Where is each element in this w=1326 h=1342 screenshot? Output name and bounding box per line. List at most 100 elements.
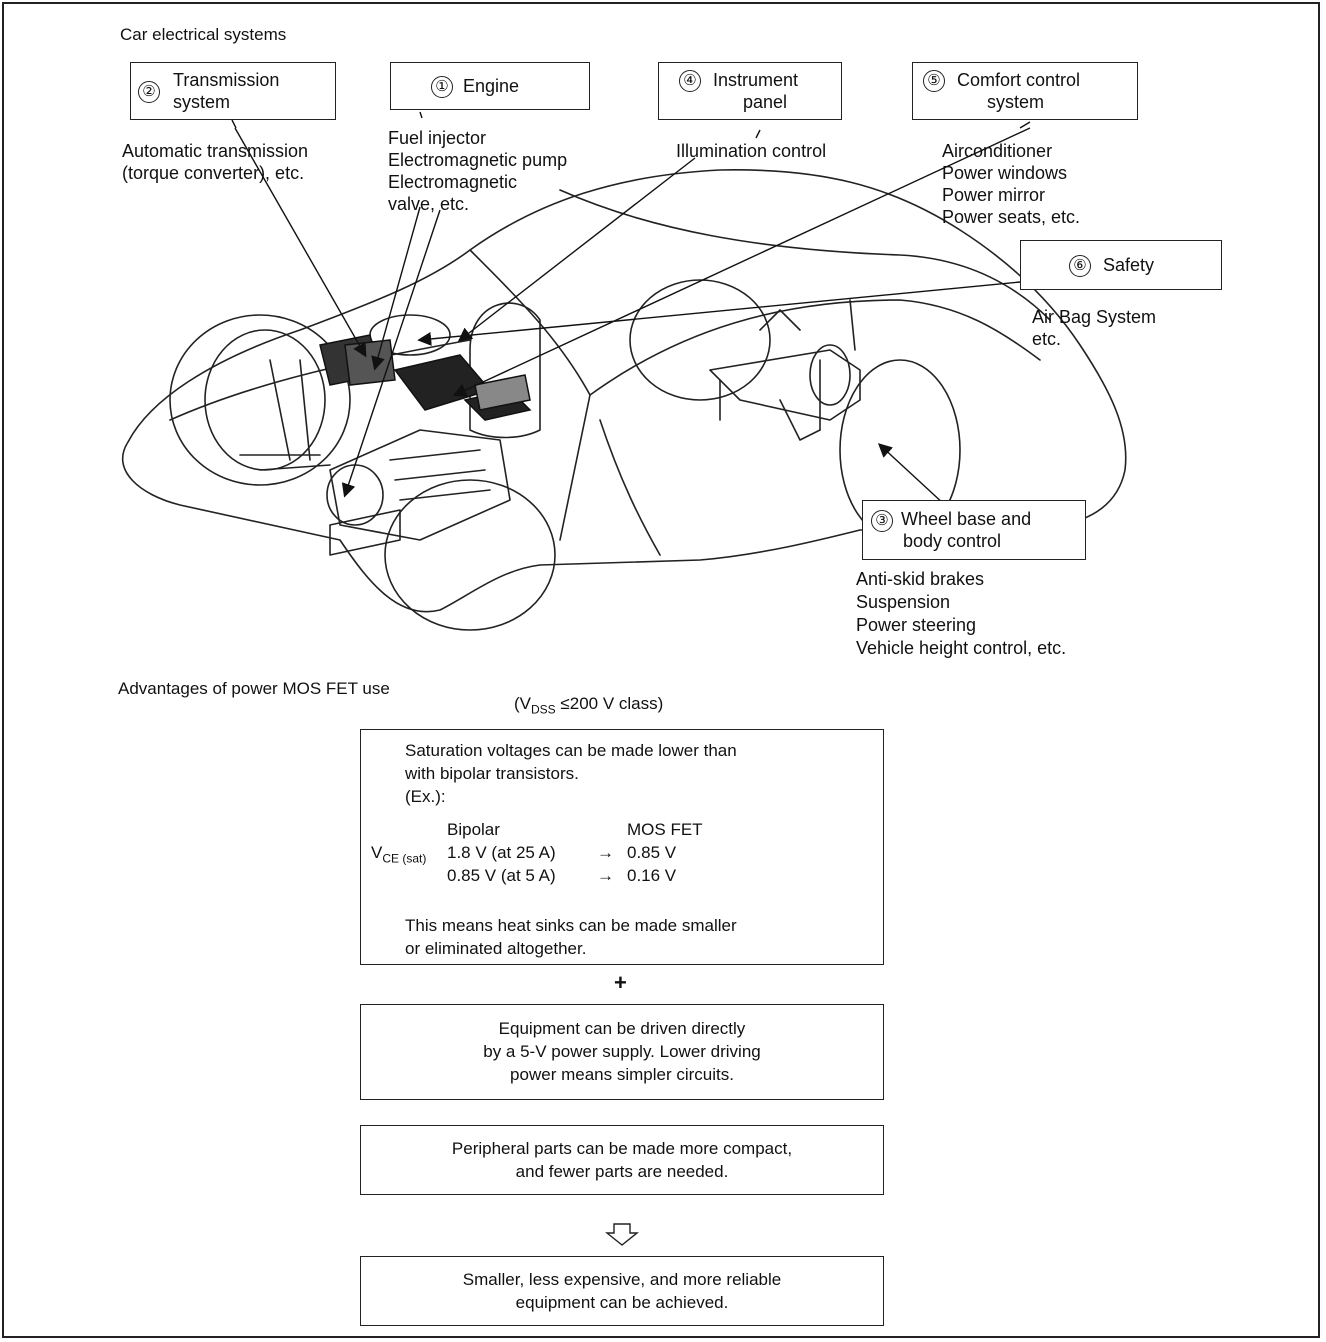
system-box-instrument: ④ Instrument panel [658, 62, 842, 120]
flow-box-1: Equipment can be driven directly by a 5-… [360, 1004, 884, 1100]
system-details-instrument: Illumination control [676, 141, 827, 161]
system-number: ④ [679, 70, 701, 92]
engine-pipes [329, 509, 401, 556]
class-note-sub: DSS [531, 702, 556, 717]
class-note-prefix: (V [514, 694, 531, 713]
flow-box-3: Smaller, less expensive, and more reliab… [360, 1256, 884, 1326]
system-number: ② [138, 81, 160, 103]
row-arrow: → [597, 866, 614, 885]
leader-instrument [457, 157, 696, 342]
flow-line: power means simpler circuits. [510, 1065, 734, 1084]
col-bipolar-header: Bipolar [447, 820, 500, 839]
advantage-intro-line: with bipolar transistors. [405, 764, 579, 783]
detail-line: Vehicle height control, etc. [856, 638, 1067, 658]
advantage-intro-line: Saturation voltages can be made lower th… [405, 741, 737, 760]
leader-comfort [452, 127, 1031, 397]
detail-line: Automatic transmission [122, 141, 309, 161]
advantage-outro-line: This means heat sinks can be made smalle… [405, 916, 737, 935]
row-mosfet-value: 0.16 V [627, 866, 677, 885]
system-number: ① [431, 76, 453, 98]
system-label-line: system [173, 92, 231, 112]
system-label-line: Safety [1103, 255, 1155, 275]
row-bipolar-value: 1.8 V (at 25 A) [447, 843, 556, 862]
flow-line: by a 5-V power supply. Lower driving [483, 1042, 761, 1061]
system-label-line: Comfort control [957, 70, 1081, 90]
detail-line: Suspension [856, 592, 951, 612]
system-number: ⑤ [923, 70, 945, 92]
front-wheel-arch-inner [204, 329, 326, 471]
detail-line: Electromagnetic pump [388, 150, 568, 170]
detail-line: Anti-skid brakes [856, 569, 985, 589]
car-windshield [469, 249, 1041, 396]
vce-label: VCE (sat) [371, 841, 426, 870]
vce-sub: CE (sat) [382, 851, 427, 866]
detail-line: etc. [1032, 329, 1062, 349]
front-bottom-wheel [384, 479, 556, 631]
down-arrow-2 [605, 1223, 639, 1246]
control-unit-5 [474, 374, 531, 411]
col-mosfet-header: MOS FET [627, 820, 703, 839]
detail-line: Fuel injector [388, 128, 487, 148]
system-details-transmission: Automatic transmission (torque converter… [122, 140, 308, 184]
flow-line: equipment can be achieved. [515, 1293, 729, 1312]
tick-transmission [231, 119, 237, 129]
class-note-suffix: ≤200 V class) [555, 694, 664, 713]
rear-suspension [709, 299, 861, 431]
example-label: (Ex.): [405, 787, 446, 806]
advantage-outro-line: or eliminated altogether. [405, 939, 587, 958]
system-number: ⑥ [1069, 255, 1091, 277]
detail-line: (torque converter), etc. [122, 163, 305, 183]
row-bipolar-value: 0.85 V (at 5 A) [447, 866, 556, 885]
detail-line: Airconditioner [942, 141, 1053, 161]
system-label-line: Instrument [713, 70, 799, 90]
system-label-line: Engine [463, 76, 520, 96]
system-label-line: panel [743, 92, 788, 112]
plus-sign: + [614, 970, 627, 995]
vce-main: V [371, 843, 383, 862]
leader-transmission [234, 127, 367, 358]
flow-line: Peripheral parts can be made more compac… [451, 1139, 793, 1158]
system-box-comfort: ⑤ Comfort control system [912, 62, 1138, 120]
tick-comfort [1019, 121, 1031, 129]
flow-line: Smaller, less expensive, and more reliab… [462, 1270, 782, 1289]
row-arrow: → [597, 843, 614, 862]
seat [469, 302, 541, 439]
system-box-engine: ① Engine [390, 62, 590, 110]
detail-line: Electromagnetic [388, 172, 518, 192]
car-door-line [559, 394, 661, 556]
leader-wheelbase [877, 443, 946, 506]
class-note: (VDSS ≤200 V class) [514, 693, 663, 720]
leader-safety [417, 281, 1021, 346]
row-mosfet-value: 0.85 V [627, 843, 677, 862]
system-label-line: system [987, 92, 1045, 112]
leader-engine-1 [371, 206, 421, 371]
detail-line: Power seats, etc. [942, 207, 1081, 227]
flow-box-2: Peripheral parts can be made more compac… [360, 1125, 884, 1195]
system-box-transmission: ② Transmission system [130, 62, 336, 120]
tick-instrument [755, 129, 761, 139]
rear-wheel-arch [629, 279, 771, 401]
system-label-line: Transmission [173, 70, 280, 90]
system-details-comfort: Airconditioner Power windows Power mirro… [942, 140, 1080, 228]
section-title-car-systems: Car electrical systems [120, 25, 287, 44]
section-title-advantages: Advantages of power MOS FET use [118, 679, 390, 698]
detail-line: Power steering [856, 615, 977, 635]
control-unit-2 [344, 339, 396, 386]
leader-engine-2 [341, 209, 441, 498]
detail-line: valve, etc. [388, 194, 470, 214]
engine-block [329, 429, 511, 541]
system-number: ③ [871, 510, 893, 532]
system-details-engine: Fuel injector Electromagnetic pump Elect… [388, 127, 567, 215]
car-body-outline [121, 169, 1127, 613]
front-wheel-arch [169, 314, 351, 486]
detail-line: Power mirror [942, 185, 1046, 205]
system-box-safety: ⑥ Safety [1020, 240, 1222, 290]
detail-line: Air Bag System [1032, 307, 1157, 327]
system-details-safety: Air Bag System etc. [1032, 306, 1156, 350]
system-label-line: body control [903, 531, 1002, 551]
system-details-wheelbase: Anti-skid brakes Suspension Power steeri… [856, 568, 1066, 660]
front-suspension [239, 359, 331, 471]
system-box-wheelbase: ③ Wheel base and body control [862, 500, 1086, 560]
